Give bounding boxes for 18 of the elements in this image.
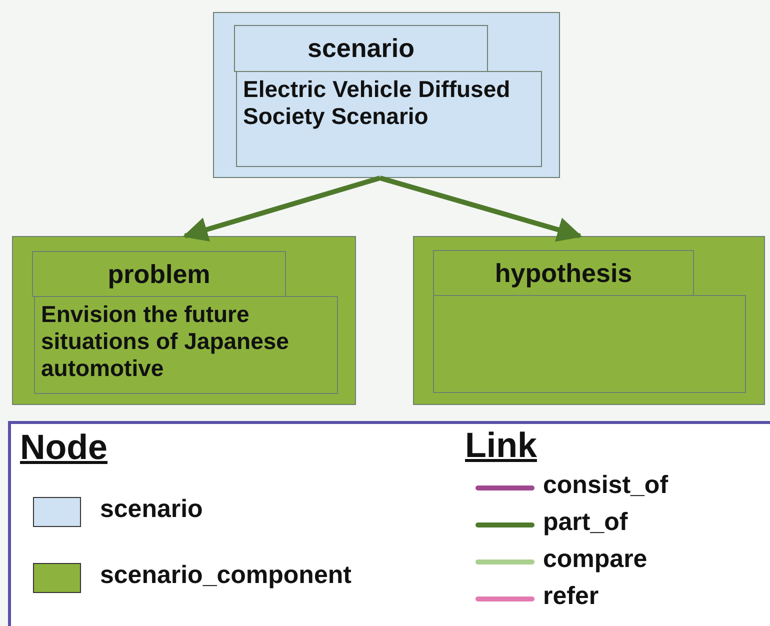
legend-label: scenario_component: [100, 561, 352, 590]
arrow: [379, 176, 582, 242]
legend-label: part_of: [543, 508, 628, 537]
legend-heading: Link: [465, 426, 537, 466]
component-box: [12, 236, 356, 405]
scenario-box: [213, 12, 560, 178]
heading-tab: scenario: [234, 25, 488, 72]
body-panel: Envision the future situations of Japanese automotive: [34, 296, 338, 394]
component-box: [413, 236, 765, 405]
arrow: [182, 176, 381, 242]
heading-tab: hypothesis: [433, 250, 694, 296]
legend-label: scenario: [100, 495, 203, 524]
legend-heading: Node: [20, 428, 108, 468]
legend-label: refer: [543, 582, 599, 611]
body-panel: Electric Vehicle Diffused Society Scenario: [236, 71, 542, 167]
legend-label: consist_of: [543, 471, 668, 500]
heading-tab: problem: [32, 251, 286, 297]
legend-label: compare: [543, 545, 648, 574]
